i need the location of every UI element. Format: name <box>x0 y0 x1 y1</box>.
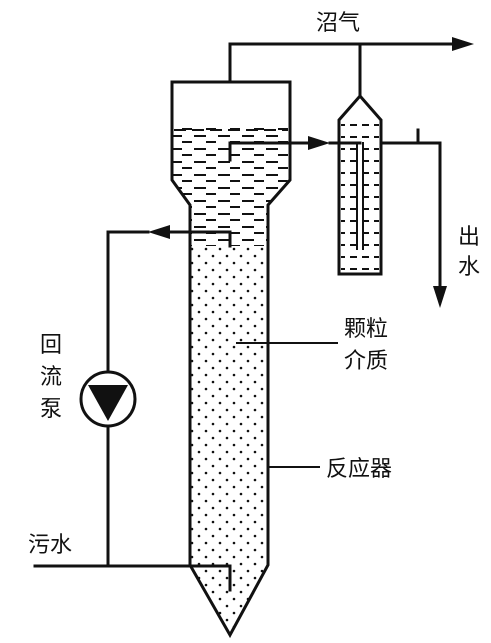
reactor-vessel <box>170 80 292 639</box>
outlet-label: 水 <box>458 255 480 280</box>
outlet-label: 出 <box>458 225 480 250</box>
recycle-pump-label: 泵 <box>40 397 62 422</box>
reactor-label: 反应器 <box>326 457 392 482</box>
gas-liquid-separator <box>337 93 383 276</box>
recycle-pipe <box>106 230 150 374</box>
granular-medium-label: 介质 <box>344 349 388 374</box>
centrifugal-pump-icon <box>79 370 137 428</box>
biogas-label: 沼气 <box>316 11 360 36</box>
liquid-zone <box>172 122 379 272</box>
biogas-pipe <box>228 42 464 84</box>
wastewater-label: 污水 <box>28 533 72 558</box>
effluent-pipe <box>228 141 312 162</box>
biogas-arrow-icon <box>452 37 474 51</box>
granular-medium-label: 颗粒 <box>344 317 388 342</box>
recycle-pump-label: 回 <box>40 333 62 358</box>
outlet-arrow-icon <box>433 286 447 308</box>
effluent-arrow-icon <box>308 136 330 150</box>
recycle-pump-label: 流 <box>40 365 62 390</box>
recycle-pipe <box>168 230 232 248</box>
outlet-pipe <box>379 141 442 287</box>
recycle-arrow-icon <box>148 225 170 239</box>
